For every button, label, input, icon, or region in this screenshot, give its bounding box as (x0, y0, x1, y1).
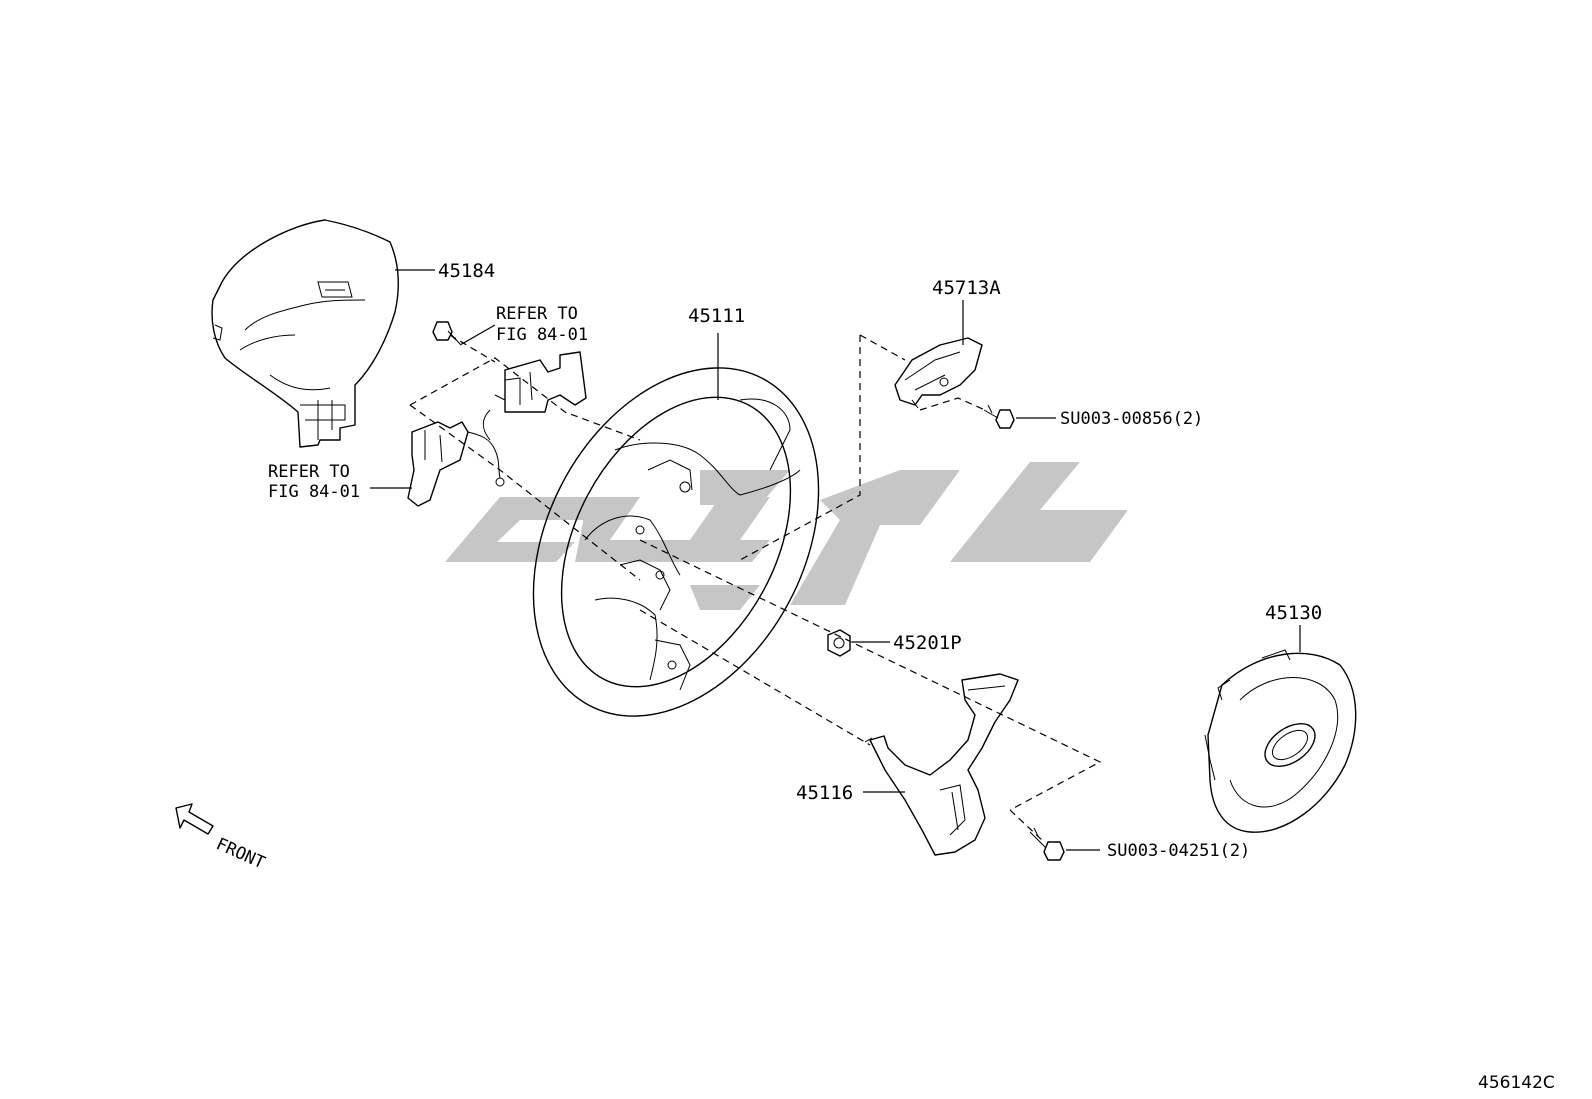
switch-45713A (894, 337, 983, 409)
label-45111: 45111 (688, 305, 745, 327)
steering-wheel-45111 (532, 367, 820, 717)
ref-upper-line2: FIG 84-01 (496, 325, 588, 345)
assembly-dashed-lines (409, 334, 1102, 843)
figure-code: 456142C (1478, 1073, 1555, 1093)
label-45184: 45184 (438, 260, 495, 282)
paddle-switch-lower (407, 421, 505, 507)
nut-45201P (827, 629, 851, 657)
airbag-45130 (1204, 649, 1357, 833)
front-arrow-icon (175, 803, 214, 835)
label-45130: 45130 (1265, 602, 1322, 624)
column-cover-45184 (211, 219, 399, 448)
screw-lower-icon (1029, 827, 1065, 861)
lower-cover-45116 (864, 673, 1019, 856)
ref-lower-line2: FIG 84-01 (268, 482, 360, 502)
label-45116: 45116 (796, 782, 853, 804)
bolt-45184-icon (432, 321, 461, 345)
ref-upper-line1: REFER TO (496, 304, 578, 324)
label-screw-lower: SU003-04251(2) (1107, 841, 1250, 861)
front-label: FRONT (213, 834, 268, 873)
label-45201P: 45201P (893, 632, 962, 654)
leader-lines (370, 269, 1301, 851)
label-45713A: 45713A (932, 277, 1001, 299)
screw-upper-icon (983, 404, 1015, 429)
ref-lower-line1: REFER TO (268, 462, 350, 482)
label-screw-upper: SU003-00856(2) (1060, 409, 1203, 429)
paddle-switch-upper (482, 351, 587, 441)
watermark-logo (445, 462, 1128, 610)
